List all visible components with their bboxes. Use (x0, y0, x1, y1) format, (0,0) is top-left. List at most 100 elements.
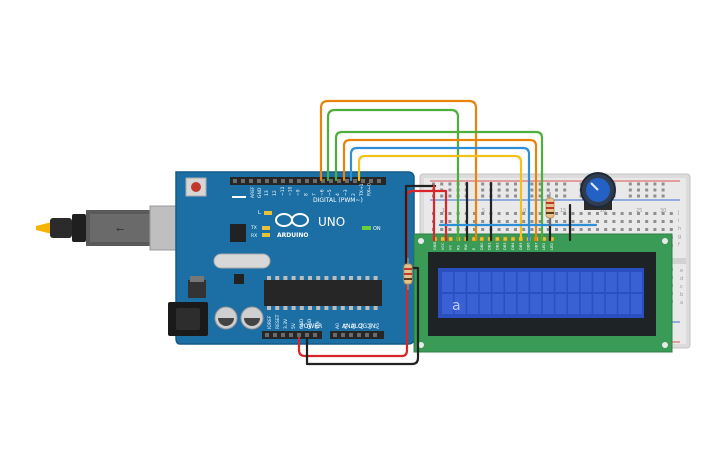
breadboard-hole[interactable] (661, 212, 665, 215)
breadboard-hole[interactable] (628, 194, 632, 198)
breadboard-hole[interactable] (497, 228, 501, 231)
wire-blue-pin3[interactable] (349, 146, 531, 242)
breadboard-hole[interactable] (481, 212, 485, 215)
breadboard-hole[interactable] (579, 228, 583, 231)
wire-orange-pin4[interactable] (342, 138, 538, 242)
wire-green-pin6[interactable] (326, 108, 460, 242)
breadboard-hole[interactable] (661, 220, 665, 223)
breadboard-hole[interactable] (653, 228, 657, 231)
breadboard-hole[interactable] (522, 212, 526, 215)
breadboard-hole[interactable] (448, 212, 452, 215)
breadboard-hole[interactable] (596, 228, 599, 231)
breadboard-hole[interactable] (555, 188, 558, 192)
breadboard-hole[interactable] (637, 228, 640, 231)
breadboard-hole[interactable] (653, 188, 657, 192)
breadboard-hole[interactable] (497, 220, 501, 223)
breadboard-hole[interactable] (432, 182, 435, 186)
breadboard-hole[interactable] (530, 228, 534, 231)
header-pin[interactable] (333, 333, 337, 337)
breadboard-hole[interactable] (473, 220, 476, 223)
breadboard-hole[interactable] (481, 188, 485, 192)
header-pin[interactable] (297, 179, 301, 183)
breadboard-hole[interactable] (546, 220, 550, 223)
breadboard-hole[interactable] (440, 194, 444, 198)
header-pin[interactable] (249, 179, 253, 183)
breadboard-hole[interactable] (440, 212, 444, 215)
breadboard-hole[interactable] (497, 212, 501, 215)
header-pin[interactable] (341, 333, 345, 337)
header-pin[interactable] (305, 333, 309, 337)
breadboard-hole[interactable] (628, 212, 632, 215)
breadboard-hole[interactable] (563, 188, 567, 192)
wire-green-pin5[interactable] (334, 130, 544, 242)
breadboard-hole[interactable] (440, 220, 444, 223)
resistor-backlight[interactable] (545, 192, 555, 226)
breadboard-hole[interactable] (587, 212, 591, 215)
breadboard-hole[interactable] (514, 188, 517, 192)
breadboard-hole[interactable] (522, 220, 526, 223)
header-pin[interactable] (369, 179, 373, 183)
header-pin[interactable] (365, 333, 369, 337)
breadboard-hole[interactable] (661, 228, 665, 231)
breadboard-hole[interactable] (620, 212, 624, 215)
breadboard-hole[interactable] (505, 188, 509, 192)
breadboard-hole[interactable] (497, 194, 501, 198)
header-pin[interactable] (313, 333, 317, 337)
breadboard-hole[interactable] (448, 182, 452, 186)
breadboard-hole[interactable] (563, 212, 567, 215)
breadboard-hole[interactable] (555, 228, 558, 231)
breadboard-hole[interactable] (530, 188, 534, 192)
breadboard-hole[interactable] (645, 188, 649, 192)
breadboard-hole[interactable] (440, 228, 444, 231)
breadboard-hole[interactable] (571, 212, 575, 215)
breadboard-hole[interactable] (473, 212, 476, 215)
header-pin[interactable] (289, 179, 293, 183)
breadboard-hole[interactable] (505, 194, 509, 198)
breadboard-hole[interactable] (514, 212, 517, 215)
header-pin[interactable] (273, 179, 277, 183)
breadboard-hole[interactable] (653, 194, 657, 198)
breadboard-hole[interactable] (514, 194, 517, 198)
breadboard-hole[interactable] (538, 182, 542, 186)
breadboard-hole[interactable] (628, 220, 632, 223)
header-pin[interactable] (377, 179, 381, 183)
breadboard-hole[interactable] (579, 212, 583, 215)
breadboard-hole[interactable] (637, 194, 640, 198)
breadboard-hole[interactable] (661, 188, 665, 192)
wire-orange-pin7[interactable] (319, 99, 478, 242)
header-pin[interactable] (353, 179, 357, 183)
breadboard-hole[interactable] (530, 182, 534, 186)
breadboard-hole[interactable] (612, 220, 616, 223)
breadboard-hole[interactable] (546, 188, 550, 192)
wire-red-5v[interactable] (297, 189, 448, 358)
breadboard-hole[interactable] (612, 212, 616, 215)
header-pin[interactable] (349, 333, 353, 337)
breadboard-hole[interactable] (538, 194, 542, 198)
breadboard-hole[interactable] (440, 182, 444, 186)
resistor-220-ohm[interactable] (403, 258, 413, 290)
header-pin[interactable] (265, 179, 269, 183)
breadboard-hole[interactable] (669, 212, 673, 215)
breadboard-hole[interactable] (538, 220, 542, 223)
breadboard-hole[interactable] (661, 182, 665, 186)
breadboard-hole[interactable] (481, 194, 485, 198)
breadboard-hole[interactable] (481, 220, 485, 223)
header-pin[interactable] (281, 333, 285, 337)
breadboard-hole[interactable] (514, 182, 517, 186)
breadboard-hole[interactable] (628, 188, 632, 192)
breadboard-hole[interactable] (604, 220, 608, 223)
lcd-pin[interactable] (495, 236, 500, 242)
breadboard-hole[interactable] (448, 228, 452, 231)
breadboard-hole[interactable] (538, 228, 542, 231)
header-pin[interactable] (321, 179, 325, 183)
breadboard-hole[interactable] (587, 220, 591, 223)
breadboard-hole[interactable] (653, 220, 657, 223)
breadboard-hole[interactable] (530, 220, 534, 223)
breadboard-hole[interactable] (481, 228, 485, 231)
breadboard-hole[interactable] (448, 188, 452, 192)
breadboard-hole[interactable] (645, 194, 649, 198)
arduino-uno-board[interactable]: ⭠ DIGITAL (PWM~) POWER (36, 171, 415, 345)
header-pin[interactable] (305, 179, 309, 183)
breadboard-hole[interactable] (505, 182, 509, 186)
